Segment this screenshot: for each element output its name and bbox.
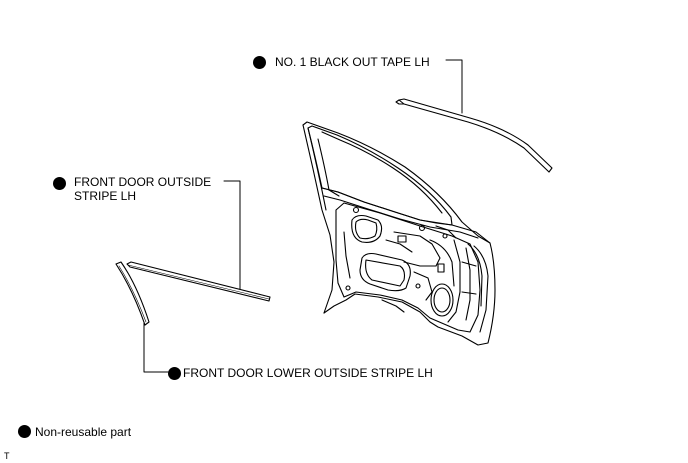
outside-stripe-label-line1: FRONT DOOR OUTSIDE — [74, 175, 212, 189]
legend-dot-icon — [18, 425, 31, 438]
front-door-outside-stripe-part — [126, 261, 271, 302]
corner-mark: T — [4, 451, 10, 461]
front-door-panel — [302, 121, 496, 346]
non-reusable-dot-icon — [168, 367, 181, 380]
black-out-tape-part — [395, 98, 553, 173]
non-reusable-dot-icon — [53, 177, 66, 190]
black-out-tape-label: NO. 1 BLACK OUT TAPE LH — [275, 55, 430, 69]
lower-outside-stripe-label: FRONT DOOR LOWER OUTSIDE STRIPE LH — [183, 366, 433, 380]
legend-label: Non-reusable part — [35, 425, 132, 439]
leader-lines — [143, 59, 463, 373]
non-reusable-dot-icon — [253, 56, 266, 69]
outside-stripe-label-line2: STRIPE LH — [74, 189, 137, 203]
front-door-lower-outside-stripe-part — [115, 261, 150, 326]
